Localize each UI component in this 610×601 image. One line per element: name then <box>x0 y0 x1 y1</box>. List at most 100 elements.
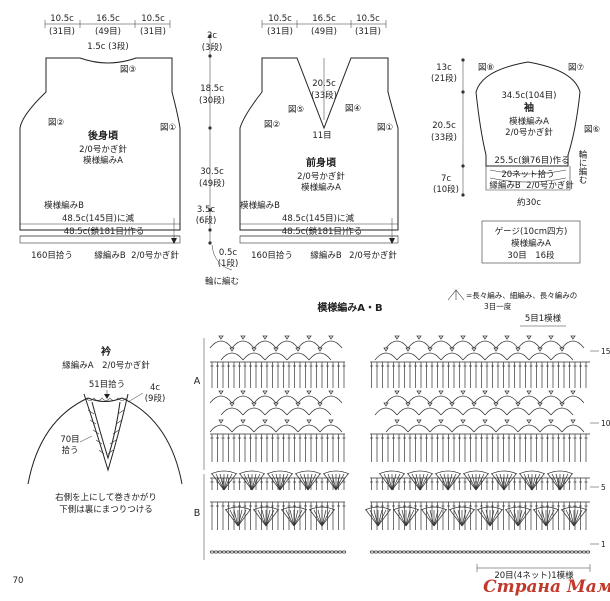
chart-arch <box>242 407 266 416</box>
chart-chain <box>453 550 459 554</box>
chart-picot <box>295 347 301 352</box>
chart-arch <box>495 395 519 404</box>
chart-chain <box>557 550 563 554</box>
chart-chain <box>405 550 411 554</box>
chart-fan-stitch <box>461 509 467 527</box>
chart-fan-stitch <box>471 473 477 491</box>
chart-picot <box>526 419 532 424</box>
sleeve-edging: 縁編みB <box>489 180 521 191</box>
chart-fan-top <box>560 506 588 511</box>
chart-fan-stitch <box>335 473 345 491</box>
back-title: 後身頃 <box>88 129 119 142</box>
chart-arch <box>473 395 497 404</box>
chart-arch <box>319 424 343 433</box>
sleeve-cap-rows: (21段) <box>431 73 457 84</box>
chart-legend-1: =長々編み、細編み、長々編みの <box>466 290 577 300</box>
chart-arch <box>231 340 255 349</box>
chart-fan-top <box>224 506 252 511</box>
chart-fan-stitch <box>215 473 225 491</box>
chart-arch <box>220 352 244 361</box>
chart-arch <box>297 395 321 404</box>
chart-arch <box>275 340 299 349</box>
chart-fan-stitch <box>425 509 435 527</box>
chart-fan-top <box>364 506 392 511</box>
chart-fan-stitch <box>265 509 271 527</box>
chart-fan-stitch <box>293 509 303 527</box>
chart-chain <box>397 550 403 554</box>
sleeve-pick-up: 20ネット拾う <box>501 169 554 180</box>
front-title: 前身頃 <box>306 156 337 169</box>
chart-arch <box>429 395 453 404</box>
chart-fan-stitch <box>373 509 379 527</box>
chart-fan-stitch <box>237 509 243 527</box>
collar-pick-up-back: 51目拾う <box>89 379 125 390</box>
back-rows-left: (31目) <box>49 27 75 37</box>
chart-fan-stitch <box>377 509 391 527</box>
chart-arch <box>528 352 552 361</box>
chart-picot <box>262 390 268 395</box>
chart-chain <box>333 550 339 554</box>
chart-chain <box>273 550 279 554</box>
chart-fan-stitch <box>489 509 503 527</box>
chart-fan-stitch <box>285 509 295 527</box>
chart-fan-stitch <box>551 473 561 491</box>
chart-arch <box>407 424 431 433</box>
chart-fan-stitch <box>569 509 575 527</box>
chart-chain <box>497 550 503 554</box>
chart-chain <box>469 550 475 554</box>
watermark: Страна Мам <box>483 577 610 597</box>
chart-fan-stitch <box>211 473 225 491</box>
chart-picot <box>383 347 389 352</box>
chart-chain <box>377 550 383 554</box>
chart-fan-stitch <box>267 473 281 491</box>
chart-fan-stitch <box>531 473 541 491</box>
chart-fan-stitch <box>573 509 579 527</box>
chart-fan-stitch <box>369 509 379 527</box>
chart-legend-2: 3目一度 <box>484 301 512 311</box>
chart-chain <box>445 550 451 554</box>
chart-picot <box>251 347 257 352</box>
chart-arch <box>517 395 541 404</box>
chart-chain <box>525 550 531 554</box>
page-number: 70 <box>13 576 24 586</box>
chart-chain <box>433 550 439 554</box>
chart-fan-stitch <box>461 509 471 527</box>
chart-chain <box>301 550 307 554</box>
chart-arch <box>385 424 409 433</box>
front-body-schematic: 10.5c 16.5c 10.5c (31目) (49目) (31目) 20.5… <box>239 14 399 261</box>
chart-row-15: 15 <box>601 347 610 356</box>
chart-arch <box>429 340 453 349</box>
chart-fan-stitch <box>411 473 421 491</box>
front-dim-right: 10.5c <box>356 14 380 24</box>
chart-arch <box>407 340 431 349</box>
chart-fan-top <box>266 470 294 475</box>
back-rows-center: (49目) <box>95 27 121 37</box>
chart-fan-stitch <box>503 473 509 491</box>
chart-fan-stitch <box>461 509 475 527</box>
front-vneck-rows: (33段) <box>311 90 337 101</box>
stitch-chart: 模様編みA・B =長々編み、細編み、長々編みの 3目一度 5目1模様 A B 1… <box>194 289 610 581</box>
chart-fan-stitch <box>383 473 393 491</box>
chart-fan-stitch <box>505 509 519 527</box>
collar-subtitle: 縁編みA 2/0号かぎ針 <box>62 360 150 371</box>
back-decrease: 48.5c(145目)に減 <box>62 213 134 224</box>
chart-arch <box>550 352 574 361</box>
chart-label-a: A <box>194 376 201 387</box>
chart-fan-stitch <box>309 509 323 527</box>
chart-fan-stitch <box>405 509 419 527</box>
chart-fan-stitch <box>229 509 239 527</box>
chart-fan-stitch <box>303 473 309 491</box>
chart-chain <box>537 550 543 554</box>
chart-picot <box>240 419 246 424</box>
chart-arch <box>539 424 563 433</box>
chart-chain <box>329 550 335 554</box>
chart-fan-stitch <box>489 509 499 527</box>
chart-fan-stitch <box>391 473 401 491</box>
dim-shoulder-rows: (3段) <box>202 42 223 53</box>
chart-picot <box>537 347 543 352</box>
collar-pick-up-front: 70目 <box>60 435 79 445</box>
chart-arch <box>385 395 409 404</box>
sleeve-body-rows: (33段) <box>431 132 457 143</box>
chart-arch <box>231 395 255 404</box>
dim-body-rows: (49段) <box>199 178 225 189</box>
